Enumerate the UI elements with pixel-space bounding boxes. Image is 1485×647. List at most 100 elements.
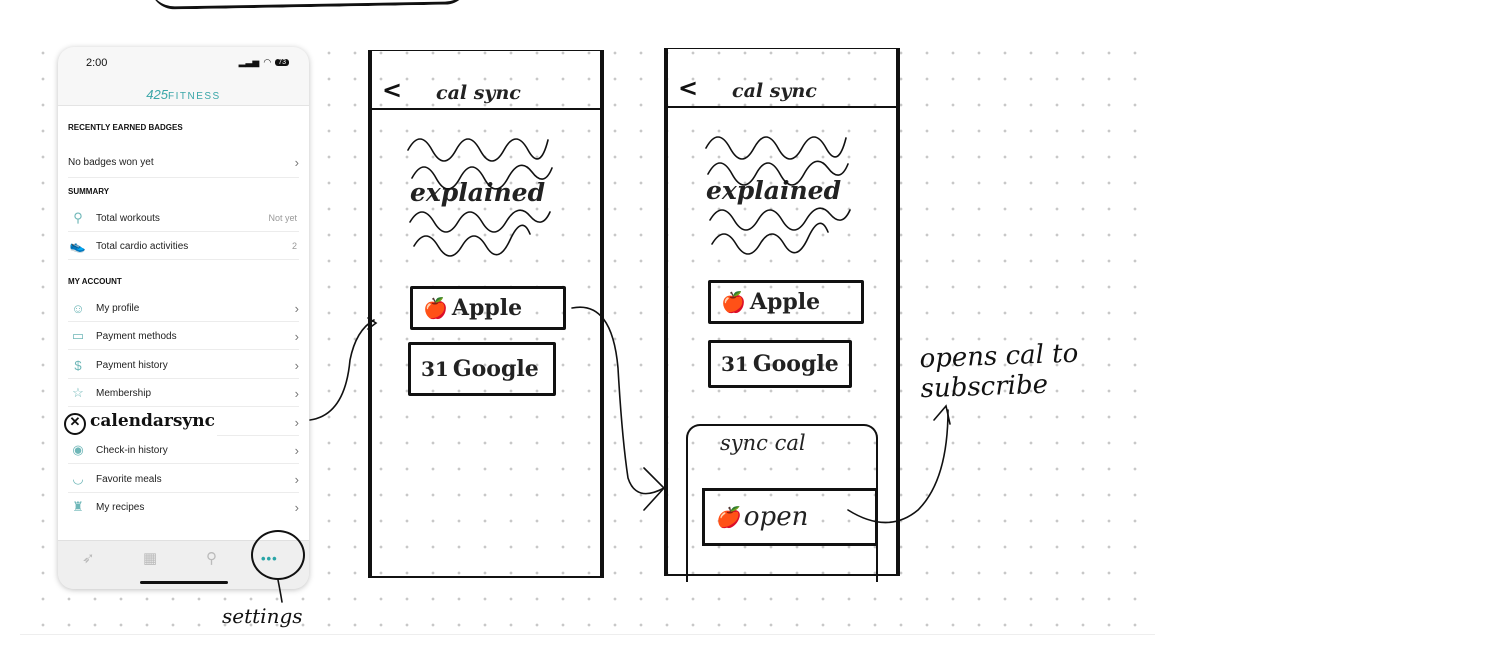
account-row-recipes[interactable]: ♜ My recipes › bbox=[68, 494, 299, 520]
google-button-label: Google bbox=[452, 356, 539, 382]
account-row-checkin[interactable]: ◉ Check-in history › bbox=[68, 437, 299, 464]
account-row-label: Favorite meals bbox=[96, 473, 162, 485]
account-row-label: My recipes bbox=[96, 501, 145, 513]
calendar-dollar-icon: $ bbox=[74, 357, 82, 373]
chevron-right-icon: › bbox=[294, 357, 299, 373]
squiggle-line bbox=[413, 224, 531, 257]
open-button-label: open bbox=[743, 502, 809, 532]
squiggle-line bbox=[707, 160, 849, 186]
squiggle-line bbox=[705, 136, 847, 160]
apple-icon: 🍎 bbox=[721, 290, 746, 314]
apple-button[interactable]: 🍎Apple bbox=[708, 280, 864, 324]
connector-arrow bbox=[367, 317, 378, 330]
google-calendar-icon: 31 bbox=[721, 352, 749, 376]
kettlebell-icon: ⚲ bbox=[73, 210, 83, 225]
badges-row[interactable]: No badges won yet › bbox=[68, 147, 299, 178]
frame-header bbox=[372, 74, 600, 110]
home-indicator bbox=[140, 581, 228, 584]
wifi-icon: ◠ bbox=[263, 57, 272, 67]
wallet-icon: ▭ bbox=[71, 328, 85, 343]
chevron-right-icon: › bbox=[294, 471, 299, 487]
profile-icon: ☺ bbox=[71, 300, 85, 316]
sync-cal-popup: sync cal 🍎open bbox=[686, 424, 878, 582]
connector-arrow bbox=[933, 404, 951, 425]
apple-button-label: Apple bbox=[451, 295, 523, 321]
calendar-icon[interactable]: ▦ bbox=[143, 550, 158, 567]
chevron-right-icon: › bbox=[294, 442, 299, 458]
account-row-label: Payment history bbox=[96, 359, 168, 371]
summary-row-workouts: ⚲ Total workouts Not yet bbox=[68, 205, 299, 232]
section-summary-heading: SUMMARY bbox=[68, 187, 110, 196]
status-icons: ▂▃▅ ◠ 73 bbox=[239, 57, 289, 68]
frame-title: cal sync bbox=[732, 80, 817, 102]
section-account-heading: MY ACCOUNT bbox=[68, 277, 122, 286]
account-row-profile[interactable]: ☺ My profile › bbox=[68, 295, 299, 322]
signal-icon: ▂▃▅ bbox=[238, 57, 260, 67]
apple-button[interactable]: 🍎Apple bbox=[410, 286, 566, 330]
settings-panel: RECENTLY EARNED BADGES No badges won yet… bbox=[58, 105, 309, 541]
logo-word: FITNESS bbox=[167, 91, 221, 102]
explained-label: explained bbox=[706, 176, 842, 205]
connector-arrow bbox=[643, 467, 666, 511]
frame-header bbox=[668, 72, 896, 108]
back-arrow-icon[interactable]: < bbox=[678, 74, 699, 102]
settings-handwriting: settings bbox=[222, 604, 303, 628]
calendar-sync-handwriting: ✕calendarsync bbox=[62, 410, 218, 436]
summary-value: Not yet bbox=[268, 213, 297, 223]
settings-pointer bbox=[277, 579, 283, 603]
chevron-right-icon: › bbox=[294, 385, 299, 401]
connector-arrow bbox=[571, 306, 665, 495]
apple-icon: 🍎 bbox=[423, 296, 448, 320]
chevron-right-icon: › bbox=[294, 154, 299, 170]
squiggle-line bbox=[411, 164, 553, 190]
phone-screenshot: 2:00 ▂▃▅ ◠ 73 425FITNESS RECENTLY EARNED… bbox=[58, 47, 309, 589]
apple-icon: 🍎 bbox=[715, 505, 740, 529]
bowl-icon: ◡ bbox=[72, 471, 84, 486]
apple-button-label: Apple bbox=[749, 289, 821, 315]
section-badges-heading: RECENTLY EARNED BADGES bbox=[68, 123, 183, 132]
connector-arrow bbox=[309, 319, 375, 421]
logo-number: 425 bbox=[146, 87, 168, 102]
kettlebell-icon[interactable]: ⚲ bbox=[206, 550, 217, 567]
chevron-right-icon: › bbox=[294, 300, 299, 316]
account-row-label: Check-in history bbox=[96, 444, 168, 456]
account-row-favorite-meals[interactable]: ◡ Favorite meals › bbox=[68, 466, 299, 493]
status-bar: 2:00 ▂▃▅ ◠ 73 bbox=[58, 47, 309, 81]
x-mark-icon: ✕ bbox=[64, 413, 86, 435]
summary-value: 2 bbox=[291, 241, 297, 251]
account-row-membership[interactable]: ☆ Membership › bbox=[68, 380, 299, 407]
frame-top-line bbox=[372, 50, 600, 51]
account-row-label: Membership bbox=[96, 387, 152, 399]
canvas-bottom-edge bbox=[20, 634, 1155, 635]
location-check-icon: ◉ bbox=[72, 442, 84, 457]
account-row-payment-methods[interactable]: ▭ Payment methods › bbox=[68, 323, 299, 350]
squiggle-line bbox=[711, 222, 829, 255]
settings-circle-annotation bbox=[251, 530, 305, 580]
account-row-label: Payment methods bbox=[96, 330, 177, 342]
account-row-label: My profile bbox=[96, 302, 140, 314]
chevron-right-icon: › bbox=[294, 414, 299, 430]
open-button[interactable]: 🍎open bbox=[702, 488, 878, 546]
summary-label: Total cardio activities bbox=[96, 240, 189, 252]
back-arrow-icon[interactable]: < bbox=[382, 76, 403, 104]
calendar-sync-label: calendarsync bbox=[90, 411, 216, 431]
google-button-label: Google bbox=[752, 351, 839, 377]
frame-title: cal sync bbox=[436, 82, 521, 104]
account-row-payment-history[interactable]: $ Payment history › bbox=[68, 352, 299, 379]
frame-top-line bbox=[668, 48, 896, 49]
sneaker-icon: 👟 bbox=[69, 238, 87, 253]
connector-arrow bbox=[847, 409, 949, 524]
squiggle-line bbox=[409, 209, 551, 233]
membership-card-icon: ☆ bbox=[72, 385, 84, 400]
sync-cal-title: sync cal bbox=[720, 431, 806, 455]
chevron-right-icon: › bbox=[294, 328, 299, 344]
google-calendar-icon: 31 bbox=[421, 357, 449, 381]
rocket-icon[interactable]: ➶ bbox=[82, 550, 95, 567]
status-time: 2:00 bbox=[86, 57, 108, 69]
chevron-right-icon: › bbox=[294, 499, 299, 515]
battery-icon: 73 bbox=[275, 59, 289, 66]
